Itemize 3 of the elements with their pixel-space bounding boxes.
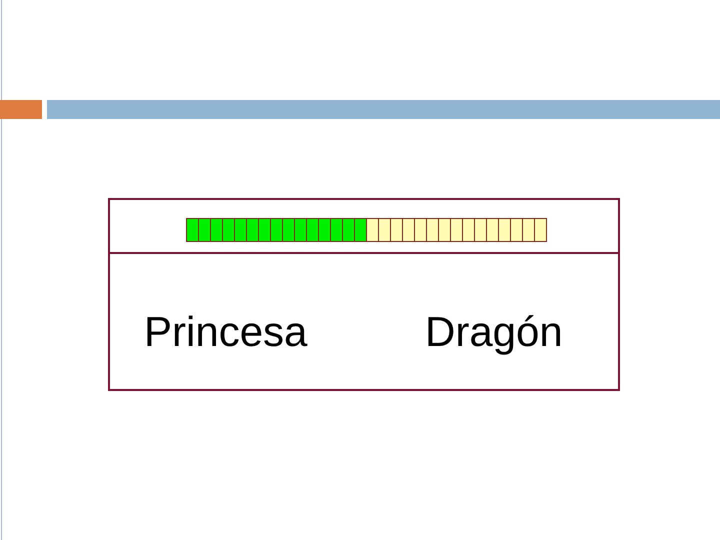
name-label: Dragón: [425, 308, 563, 356]
name-label: Princesa: [144, 308, 308, 356]
framed-panel: [108, 198, 620, 391]
